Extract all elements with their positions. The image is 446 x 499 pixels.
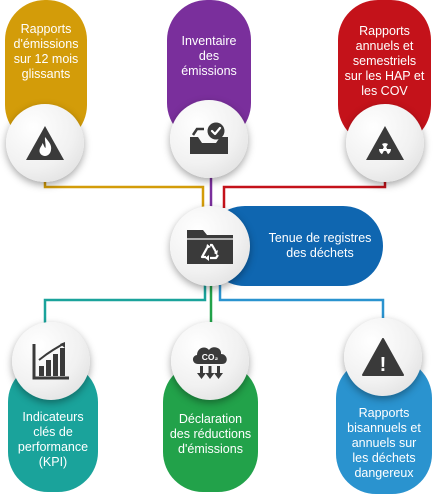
warning-icon: ! bbox=[362, 338, 404, 376]
radiation-icon bbox=[366, 126, 404, 160]
connector-top-left bbox=[43, 175, 205, 208]
connector-top-right bbox=[222, 175, 387, 208]
co2-cloud-icon: CO₂ bbox=[192, 347, 227, 379]
co2-text: CO₂ bbox=[202, 352, 219, 362]
connector-bottom-right bbox=[218, 285, 385, 325]
radiation-icon-circle bbox=[346, 104, 424, 182]
inbox-check-icon bbox=[190, 122, 228, 154]
node-label: Rapports bisannuels et annuels sur les d… bbox=[347, 406, 421, 480]
node-label: Déclaration des réductions d'émissions bbox=[169, 412, 252, 456]
flame-icon-circle bbox=[6, 104, 84, 182]
inbox-check-icon-circle bbox=[170, 100, 248, 178]
connector-bottom-left bbox=[43, 285, 207, 325]
exclamation-text: ! bbox=[380, 354, 387, 376]
recycle-folder-icon bbox=[187, 230, 233, 264]
bar-chart-icon bbox=[32, 342, 69, 380]
co2-cloud-icon-circle: CO₂ bbox=[171, 322, 249, 400]
node-label: Inventaire des émissions bbox=[181, 34, 237, 78]
warning-icon-circle: ! bbox=[344, 318, 422, 396]
node-label: Tenue de registres des déchets bbox=[268, 231, 372, 260]
node-label: Rapports d'émissions sur 12 mois glissan… bbox=[13, 22, 79, 81]
bar-chart-icon-circle bbox=[12, 322, 90, 400]
node-label: Indicateurs clés de performance (KPI) bbox=[17, 410, 89, 469]
recycle-folder-icon-circle bbox=[170, 206, 250, 286]
flame-icon bbox=[26, 126, 64, 160]
node-label: Rapports annuels et semestriels sur les … bbox=[344, 24, 425, 98]
